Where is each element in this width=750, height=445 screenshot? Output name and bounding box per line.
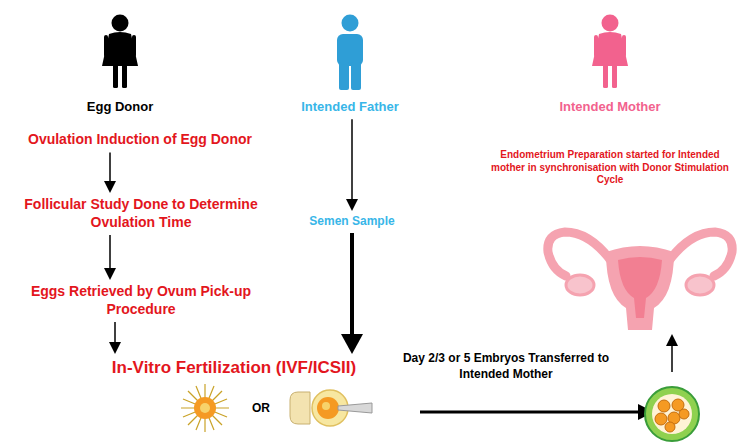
- icsi-icon: [290, 390, 372, 426]
- embryo-icon: [645, 387, 699, 441]
- ivf-icon: [181, 384, 229, 432]
- note-text: Endometrium Preparation started for Inte…: [484, 149, 736, 187]
- role-label-text: Egg Donor: [60, 99, 180, 115]
- note-text-text: Endometrium Preparation started for Inte…: [484, 149, 736, 187]
- arrow-head: [104, 181, 116, 193]
- step-text-text: Semen Sample: [298, 214, 406, 229]
- step-text-text: Eggs Retrieved by Ovum Pick-up Procedure: [16, 283, 266, 318]
- step-text-text: Ovulation Induction of Egg Donor: [2, 131, 278, 149]
- arrow-head: [346, 199, 358, 211]
- step-text-text: Follicular Study Done to Determine Ovula…: [8, 196, 274, 231]
- arrow-line: [351, 119, 353, 201]
- role-label: Intended Father: [285, 99, 415, 115]
- step-text: Eggs Retrieved by Ovum Pick-up Procedure: [16, 283, 266, 318]
- arrow-head: [109, 342, 121, 354]
- flow-arrow: [346, 119, 358, 211]
- flow-arrow: [104, 235, 116, 280]
- woman-icon: [592, 15, 628, 89]
- arrow-head: [341, 334, 363, 354]
- separator-text: OR: [246, 401, 276, 417]
- step-text: Ovulation Induction of Egg Donor: [2, 131, 278, 149]
- arrow-line: [109, 153, 111, 184]
- role-label-text: Intended Mother: [540, 99, 680, 115]
- flow-arrow: [341, 233, 363, 354]
- uterus-illustration: [548, 232, 732, 330]
- step-text: Semen Sample: [298, 214, 406, 229]
- process-title: In-Vitro Fertilization (IVF/ICSII): [92, 357, 376, 378]
- transfer-arrow: [420, 404, 654, 420]
- transfer-arrow: [666, 334, 678, 372]
- man-icon: [337, 15, 363, 91]
- step-text: Follicular Study Done to Determine Ovula…: [8, 196, 274, 231]
- woman-icon: [102, 15, 138, 89]
- arrow-line: [114, 322, 116, 344]
- process-title-text: In-Vitro Fertilization (IVF/ICSII): [92, 357, 376, 378]
- flow-arrow: [104, 153, 116, 194]
- arrow-head: [104, 268, 116, 280]
- role-label: Intended Mother: [540, 99, 680, 115]
- role-label: Egg Donor: [60, 99, 180, 115]
- role-label-text: Intended Father: [285, 99, 415, 115]
- step-label: Day 2/3 or 5 Embryos Transferred to Inte…: [392, 351, 620, 382]
- flow-arrow: [109, 322, 121, 354]
- arrow-line: [109, 235, 111, 270]
- arrow-line: [350, 233, 354, 338]
